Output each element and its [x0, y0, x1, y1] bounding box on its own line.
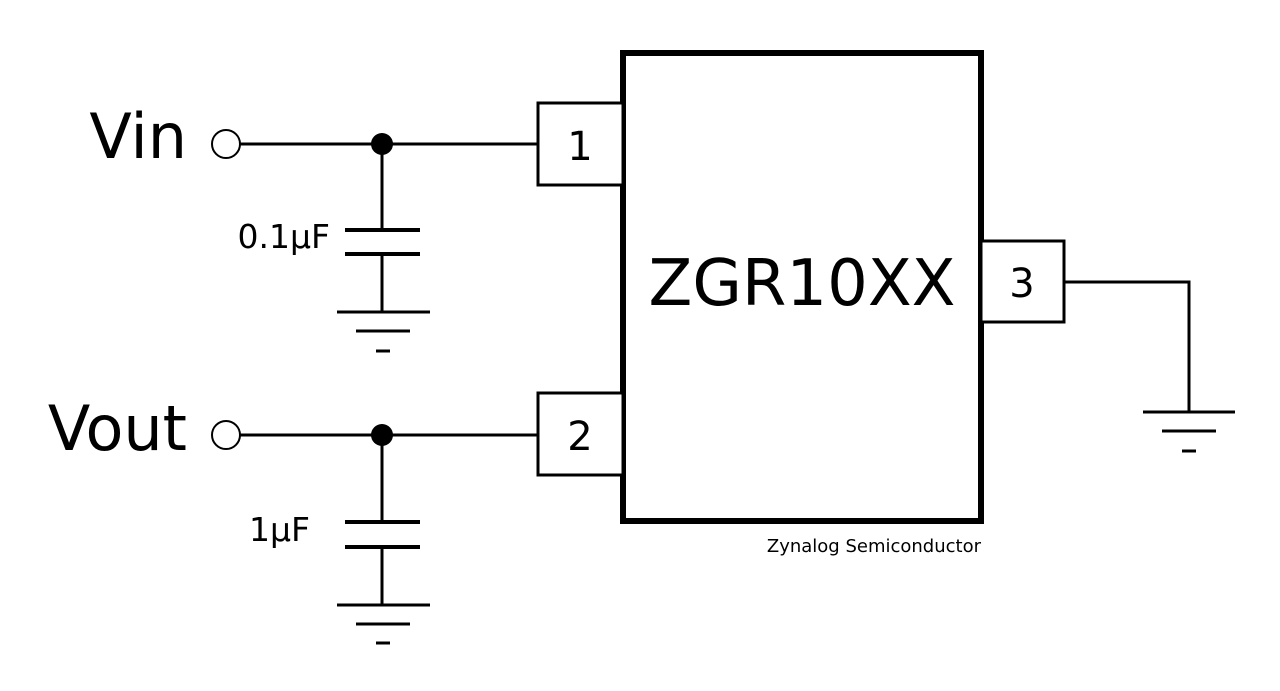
- vin-ground-symbol: [337, 310, 430, 353]
- vout-cap-label: 1µF: [249, 510, 310, 549]
- vout-label: Vout: [48, 392, 187, 465]
- pin3-wire: [1064, 280, 1191, 412]
- pin-2-label: 2: [567, 414, 592, 460]
- pin3-ground-symbol: [1143, 410, 1235, 453]
- pin-1: 1: [536, 101, 625, 187]
- pin-3-label: 3: [1009, 261, 1034, 307]
- pin-3: 3: [979, 239, 1066, 324]
- pin3-ground-network: [1064, 280, 1235, 453]
- pin-1-label: 1: [567, 124, 592, 170]
- vout-ground-symbol: [337, 603, 430, 645]
- manufacturer-label: Zynalog Semiconductor: [767, 536, 982, 557]
- vin-terminal: [211, 129, 241, 159]
- pin-2: 2: [536, 391, 625, 477]
- vin-network: Vin 0.1µF: [89, 100, 538, 353]
- chip-body: [620, 50, 984, 524]
- pin-1-box: [536, 101, 625, 187]
- vin-label: Vin: [89, 100, 187, 173]
- pin-2-box: [536, 391, 625, 477]
- chip-name: ZGR10XX: [648, 247, 955, 321]
- vout-terminal: [211, 420, 241, 450]
- vin-cap-label: 0.1µF: [238, 217, 330, 256]
- vout-network: Vout 1µF: [48, 392, 538, 645]
